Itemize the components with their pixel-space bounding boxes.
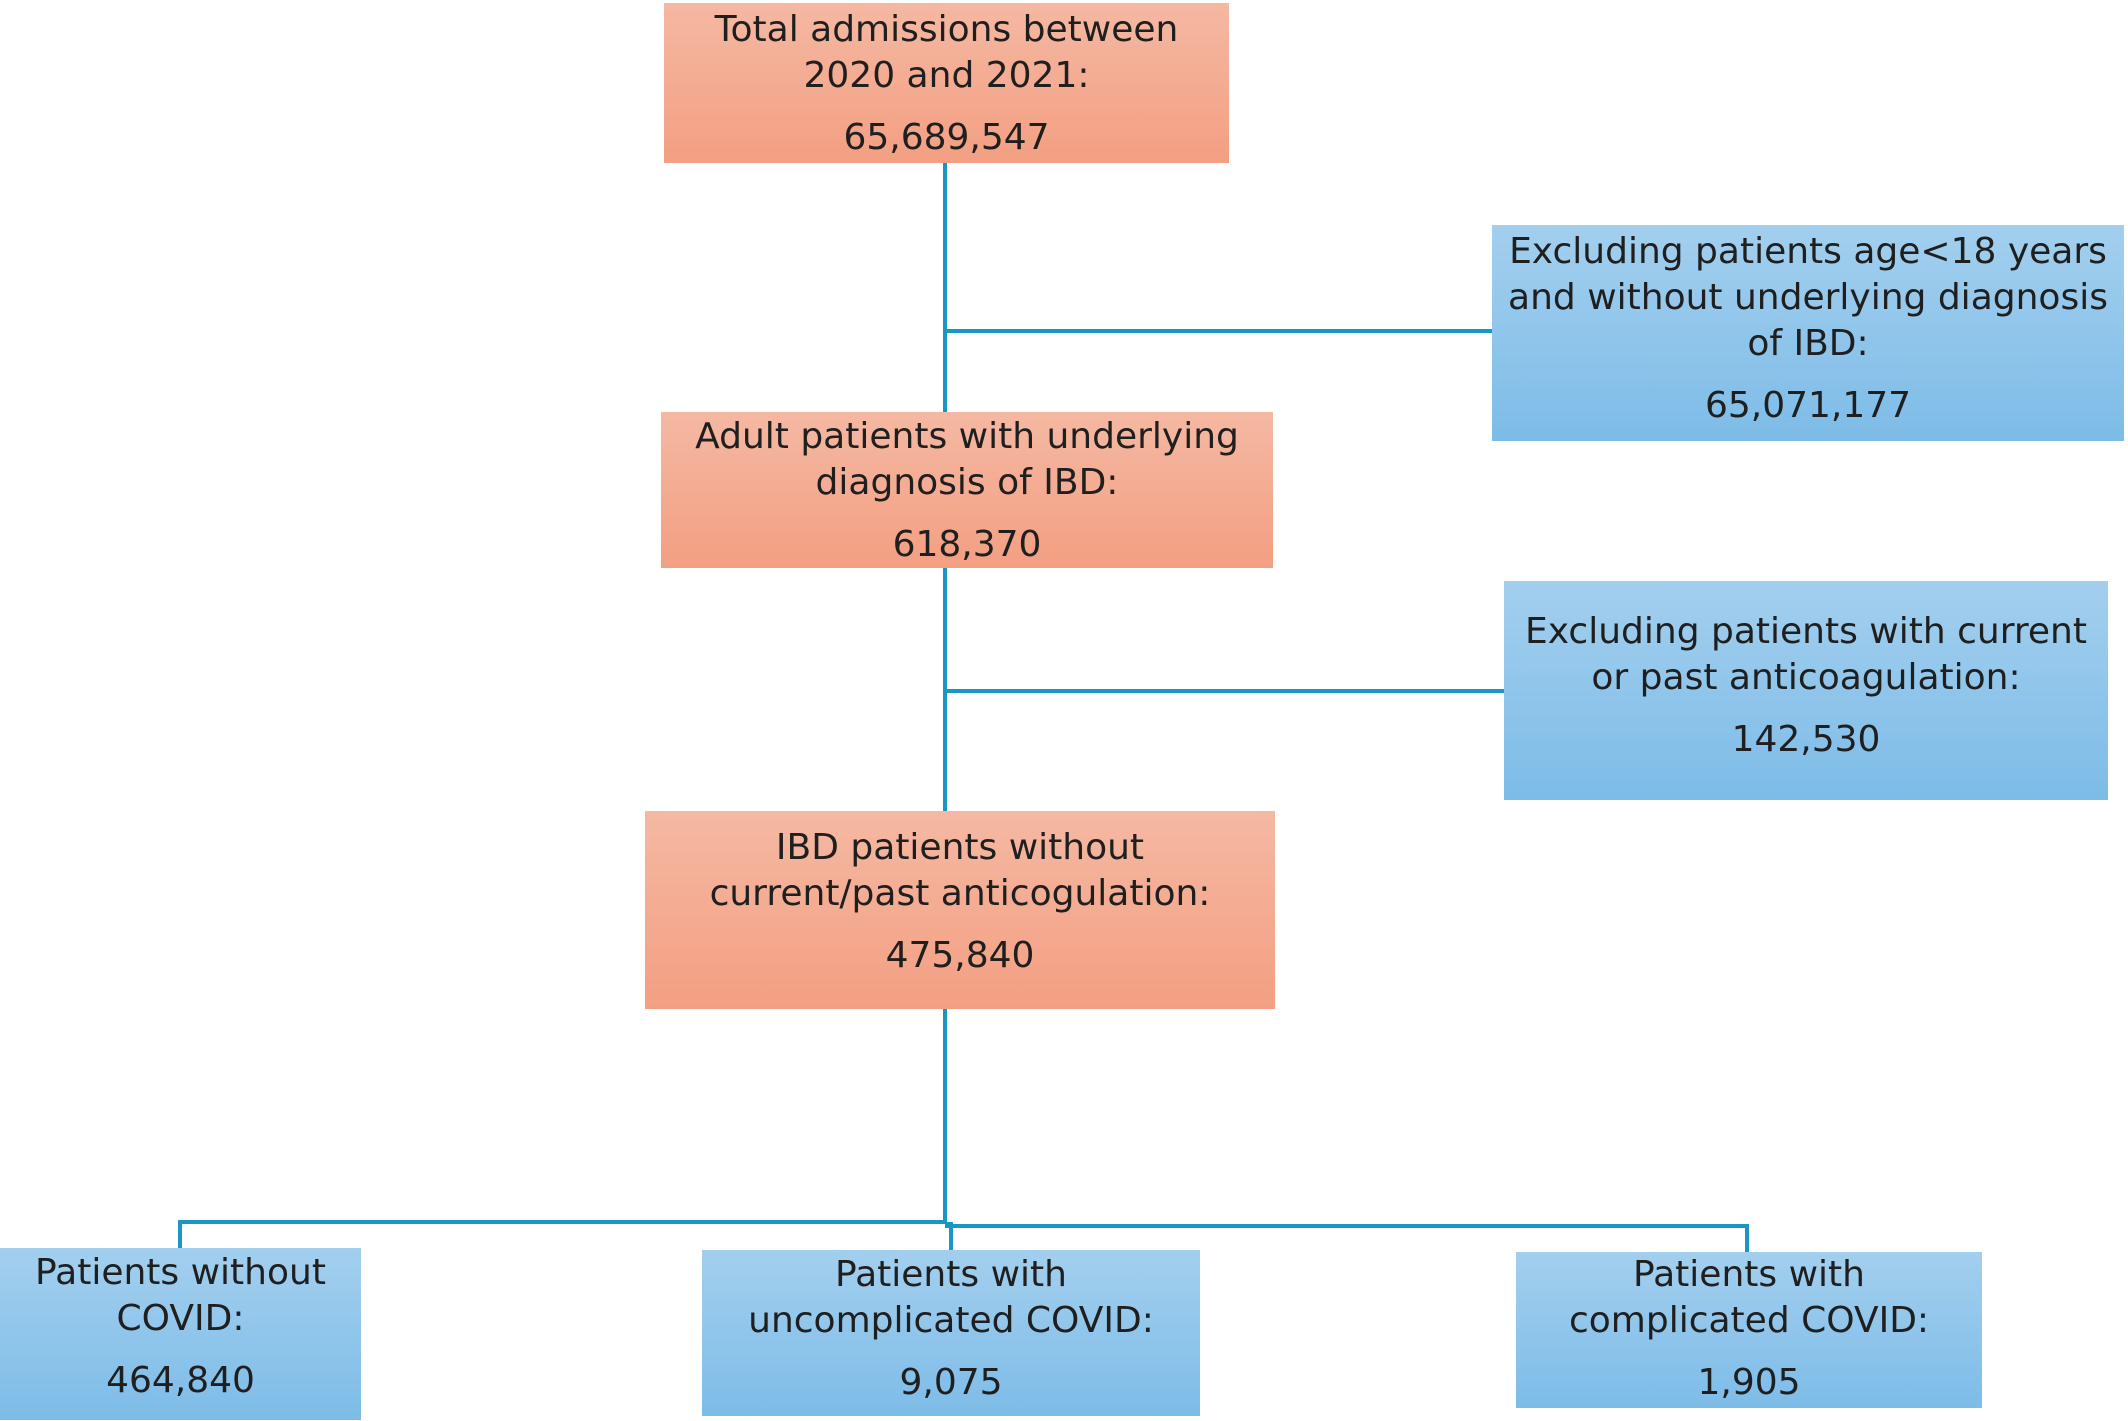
no-covid-label: Patients without COVID: [35,1252,326,1339]
exclusion-age-box: Excluding patients age<18 years and with… [1492,225,2124,441]
ibd-no-anticoag-box: IBD patients without current/past antico… [645,811,1275,1009]
connector-to-no-covid [178,1220,945,1248]
adult-ibd-label: Adult patients with underlying diagnosis… [695,416,1239,503]
exclusion-anticoag-count: 142,530 [1731,719,1881,760]
uncomplicated-covid-label: Patients with uncomplicated COVID: [748,1254,1154,1341]
total-admissions-label: Total admissions between 2020 and 2021: [714,9,1179,96]
no-covid-box: Patients without COVID: 464,840 [0,1248,361,1420]
exclusion-anticoag-label: Excluding patients with current or past … [1525,611,2087,698]
complicated-covid-label: Patients with complicated COVID: [1568,1254,1930,1341]
total-admissions-box: Total admissions between 2020 and 2021: … [664,3,1229,163]
total-admissions-count: 65,689,547 [843,117,1050,158]
adult-ibd-box: Adult patients with underlying diagnosis… [661,412,1273,568]
no-covid-count: 464,840 [106,1360,255,1401]
exclusion-age-label: Excluding patients age<18 years and with… [1508,231,2108,364]
ibd-no-anticoag-count: 475,840 [885,935,1035,976]
exclusion-anticoag-box: Excluding patients with current or past … [1504,581,2108,800]
uncomplicated-covid-box: Patients with uncomplicated COVID: 9,075 [702,1250,1200,1416]
connector-to-complicated [945,1224,1749,1252]
adult-ibd-count: 618,370 [892,524,1042,565]
ibd-no-anticoag-label: IBD patients without current/past antico… [709,827,1211,914]
complicated-covid-count: 1,905 [1697,1362,1801,1403]
exclusion-age-count: 65,071,177 [1704,385,1912,426]
complicated-covid-box: Patients with complicated COVID: 1,905 [1516,1252,1982,1408]
uncomplicated-covid-count: 9,075 [899,1362,1003,1403]
